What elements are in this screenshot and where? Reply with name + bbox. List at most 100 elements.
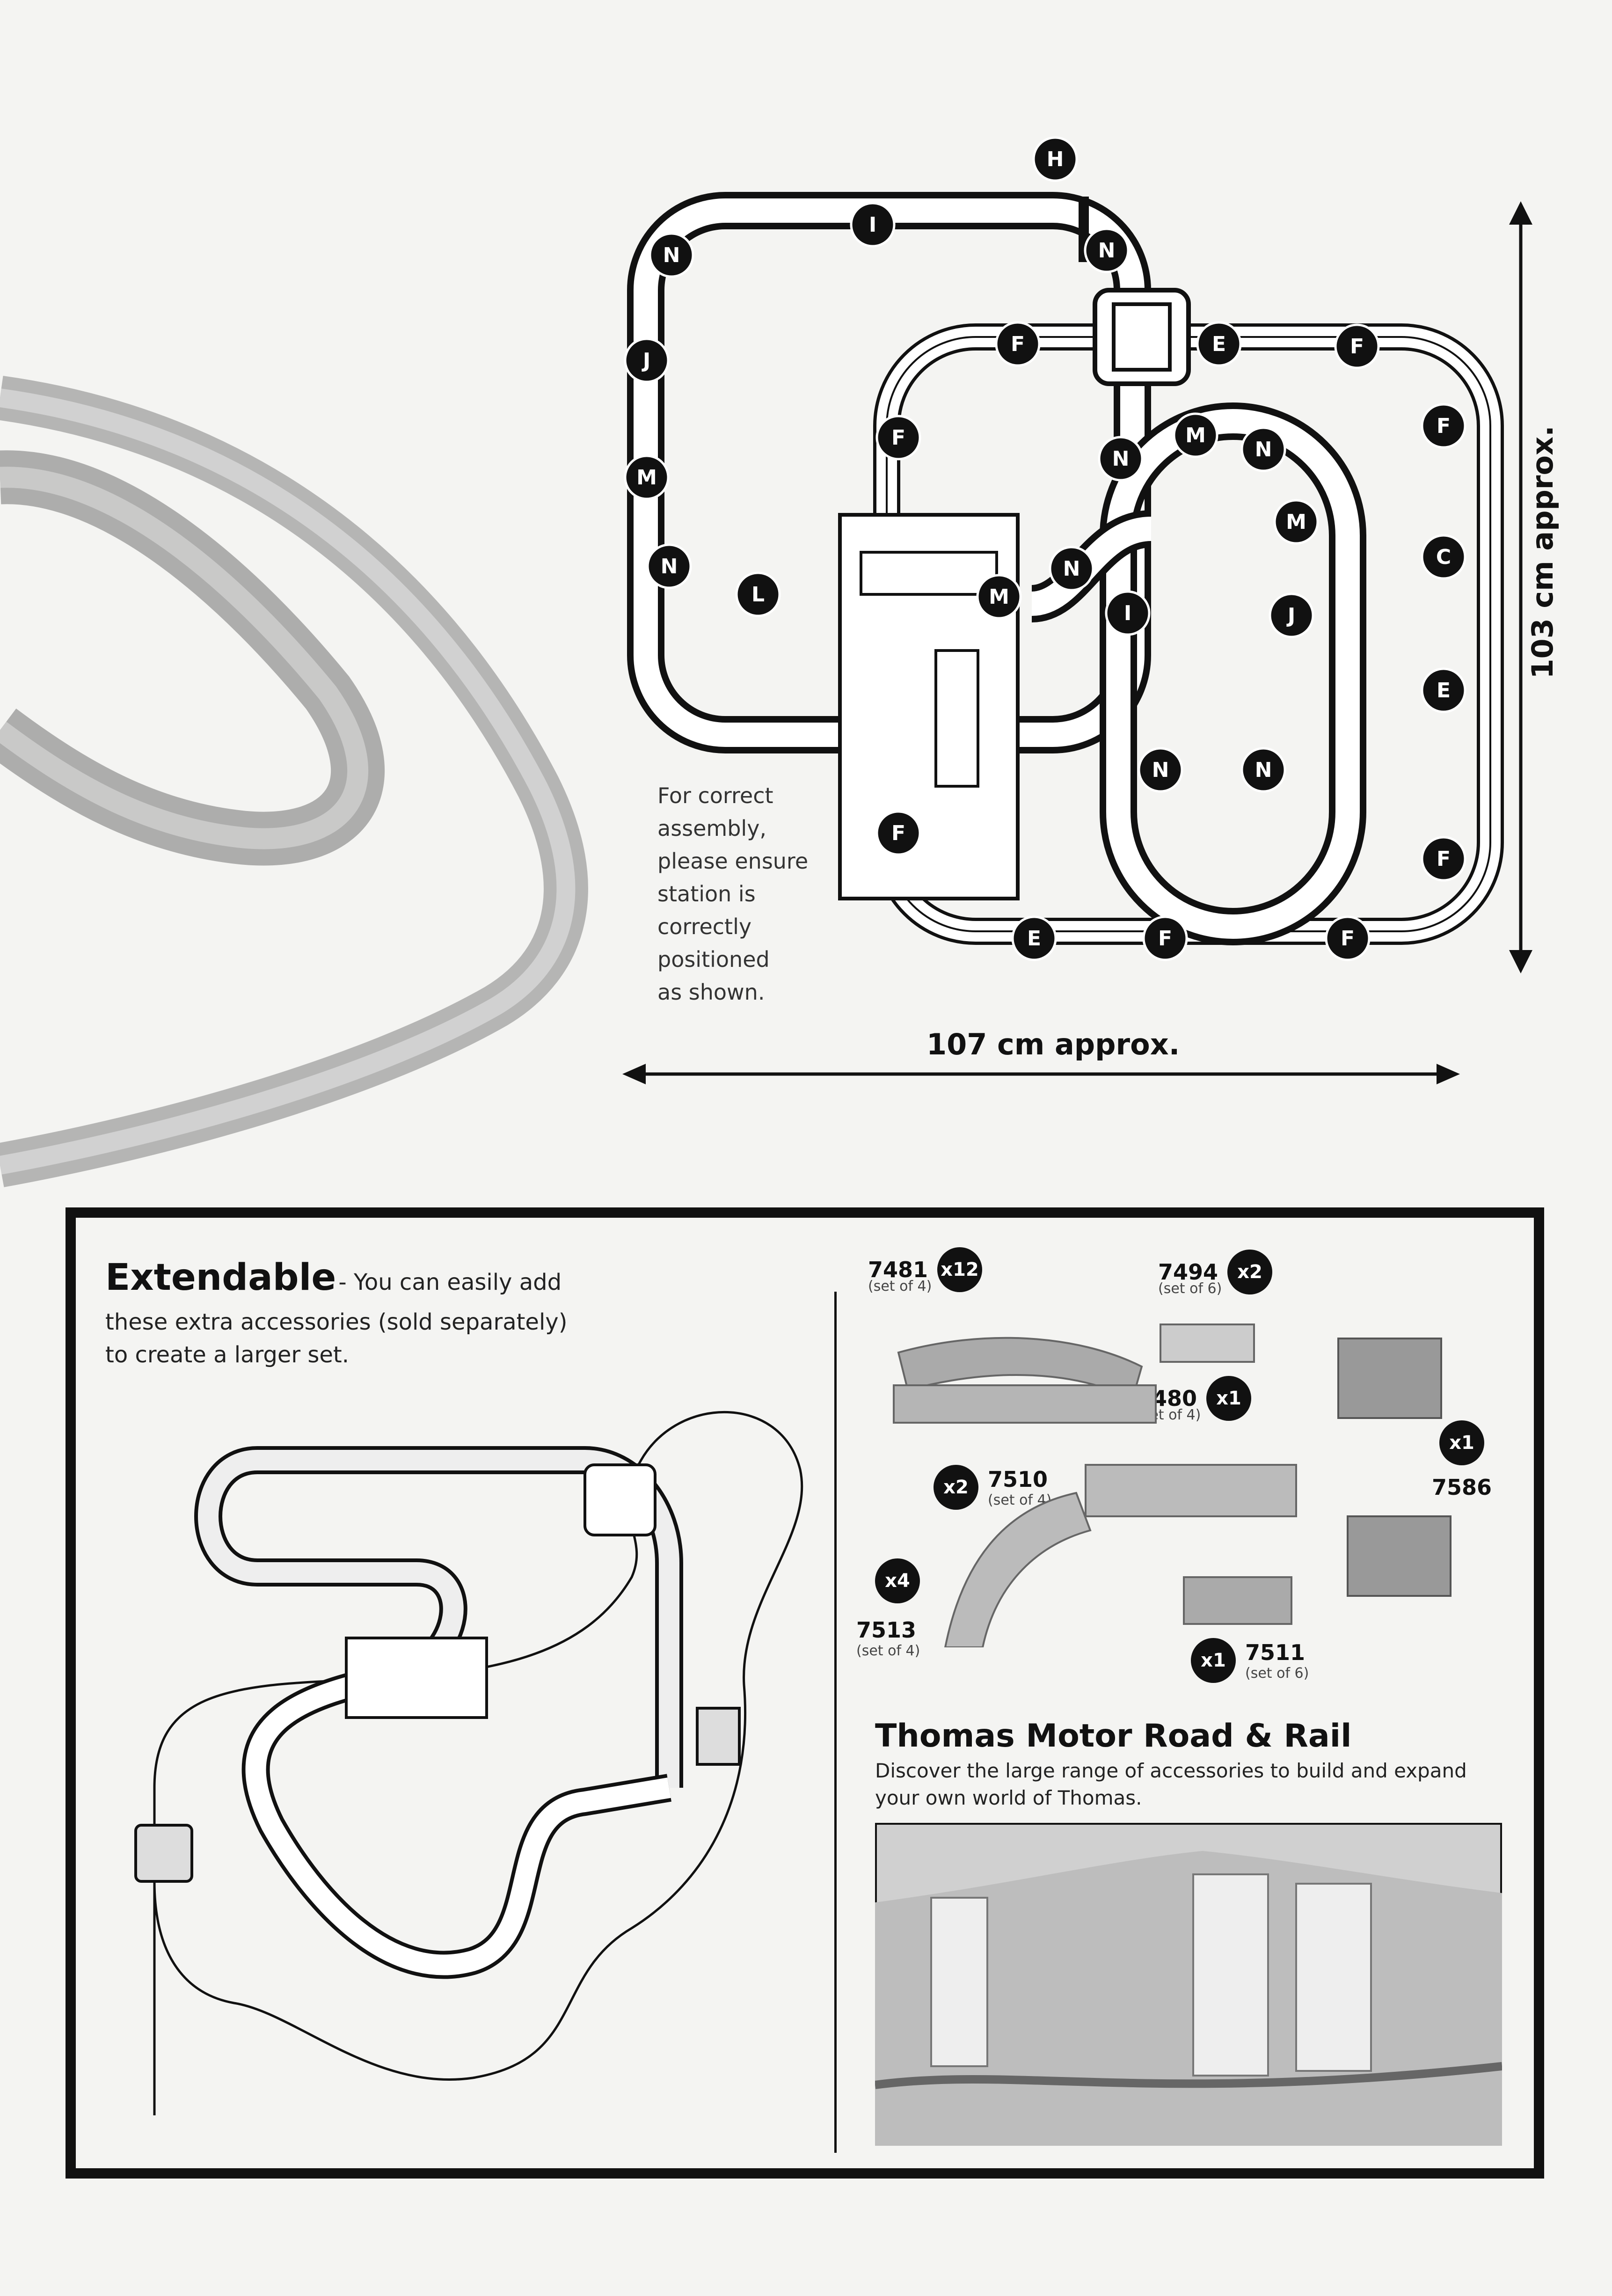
assembly-note-line: positioned <box>657 947 770 972</box>
accessory-7481: 7481 x12 (set of 4) <box>868 1247 983 1294</box>
track-piece-marker-e: E <box>1196 321 1242 367</box>
assembly-note-line: For correct <box>657 783 773 808</box>
track-piece-marker-n: N <box>1049 546 1094 592</box>
extendable-intro-line: these extra accessories (sold separately… <box>105 1309 568 1335</box>
extended-layout-diagram <box>134 1411 803 2115</box>
accessory-7511: x1 7511 (set of 6) <box>1191 1638 1309 1683</box>
track-piece-marker-f: F <box>995 321 1041 367</box>
track-piece-letter: E <box>1027 927 1041 951</box>
part-code: 7513 <box>856 1617 917 1643</box>
part-set-size: (set of 4) <box>868 1278 932 1294</box>
track-piece-marker-n: N <box>1084 227 1130 273</box>
track-piece-letter: E <box>1212 332 1226 356</box>
extendable-heading: Extendable - You can easily add <box>105 1257 714 1299</box>
assembly-note-line: please ensure <box>657 848 809 874</box>
track-piece-letter: N <box>1255 438 1272 461</box>
track-piece-letter: F <box>1011 332 1025 356</box>
track-piece-marker-l: L <box>735 571 781 617</box>
track-piece-marker-f: F <box>1421 836 1466 882</box>
track-piece-letter: H <box>1047 147 1064 171</box>
extendable-intro-line: - You can easily add <box>338 1269 562 1295</box>
track-piece-letter: F <box>1437 414 1451 438</box>
track-piece-letter: L <box>751 583 765 607</box>
quantity-badge: x2 <box>934 1465 978 1510</box>
track-piece-letter: F <box>1341 927 1355 951</box>
width-arrow <box>622 1064 1460 1084</box>
quantity-badge: x1 <box>1191 1638 1236 1683</box>
inner-road-loop <box>1100 402 1366 945</box>
assembly-note: For correct assembly, please ensure stat… <box>657 779 808 1009</box>
assembly-note-line: as shown. <box>657 980 765 1005</box>
track-piece-letter: F <box>891 426 905 450</box>
track-piece-marker-f: F <box>1142 915 1188 961</box>
track-piece-marker-c: C <box>1421 534 1466 580</box>
accessory-7586: x1 7586 <box>1432 1420 1492 1500</box>
track-layout-diagram: H I N N J M N L F E F F F N M N M N M I J C E N N F F E F F <box>624 136 1504 961</box>
track-piece-marker-f: F <box>875 810 921 856</box>
track-piece-marker-n: N <box>1098 436 1144 482</box>
playset-photo <box>875 1823 1502 2146</box>
accessory-7513: x4 7513 (set of 4) <box>856 1558 920 1659</box>
panel-divider <box>834 1292 837 2153</box>
extendable-intro-line: to create a larger set. <box>105 1342 349 1368</box>
track-piece-letter: F <box>1437 847 1451 871</box>
track-piece-marker-n: N <box>1240 426 1286 472</box>
assembly-note-line: correctly <box>657 914 752 939</box>
track-piece-letter: N <box>1098 239 1116 263</box>
track-piece-marker-n: N <box>646 543 692 589</box>
height-label: 103 cm approx. <box>1525 425 1560 679</box>
width-label: 107 cm approx. <box>926 1027 1180 1061</box>
part-code: 7481 <box>868 1257 928 1282</box>
track-piece-marker-m: M <box>1273 499 1319 545</box>
track-piece-marker-m: M <box>624 454 670 500</box>
part-code: 7586 <box>1432 1475 1492 1500</box>
track-piece-marker-i: I <box>850 202 896 248</box>
assembly-note-line: station is <box>657 881 756 907</box>
accessory-part-images <box>893 1323 1452 1647</box>
part-set-size: (set of 6) <box>1158 1280 1222 1297</box>
track-piece-marker-e: E <box>1421 667 1466 713</box>
track-piece-letter: N <box>1152 758 1169 782</box>
track-piece-marker-n: N <box>1138 747 1183 793</box>
promo-text-line: Discover the large range of accessories … <box>875 1759 1467 1782</box>
track-piece-marker-j: J <box>624 337 670 383</box>
track-piece-marker-n: N <box>649 232 694 278</box>
track-piece-letter: F <box>1350 335 1364 358</box>
track-piece-marker-m: M <box>976 574 1022 620</box>
accessory-7510: x2 7510 (set of 4) <box>934 1465 1051 1510</box>
quantity-badge: x1 <box>1439 1420 1485 1465</box>
track-piece-letter: M <box>989 585 1009 609</box>
assembly-note-line: assembly, <box>657 816 767 841</box>
track-piece-letter: M <box>636 466 657 490</box>
track-piece-letter: I <box>1124 601 1131 625</box>
track-piece-letter: N <box>1255 758 1272 782</box>
part-code: 7510 <box>988 1466 1048 1492</box>
part-set-size: (set of 4) <box>856 1643 920 1659</box>
track-piece-letter: N <box>663 243 680 267</box>
track-piece-marker-f: F <box>1325 915 1371 961</box>
quantity-badge: x4 <box>875 1558 920 1603</box>
quantity-badge: x1 <box>1206 1376 1252 1421</box>
track-piece-marker-i: I <box>1105 590 1151 636</box>
track-piece-marker-m: M <box>1173 412 1218 458</box>
track-piece-letter: F <box>1158 927 1172 951</box>
quantity-badge: x2 <box>1227 1250 1273 1294</box>
quantity-badge: x12 <box>937 1247 983 1292</box>
accessory-7494: 7494 x2 (set of 6) <box>1158 1250 1273 1297</box>
height-arrow <box>1509 201 1532 973</box>
track-piece-letter: M <box>1185 424 1206 447</box>
track-piece-letter: F <box>891 821 905 845</box>
part-code: 7494 <box>1158 1259 1218 1285</box>
track-piece-letter: N <box>1063 557 1080 581</box>
track-piece-letter: N <box>661 555 678 578</box>
track-piece-marker-n: N <box>1240 747 1286 793</box>
background-track-photo <box>0 375 588 1187</box>
track-piece-letter: J <box>1286 604 1295 628</box>
track-piece-marker-f: F <box>875 415 921 461</box>
track-piece-marker-j: J <box>1269 592 1314 638</box>
track-piece-letter: M <box>1286 510 1306 534</box>
part-code: 7511 <box>1245 1639 1306 1665</box>
crossing-bridge <box>1093 288 1191 386</box>
track-piece-marker-h: H <box>1032 136 1078 182</box>
